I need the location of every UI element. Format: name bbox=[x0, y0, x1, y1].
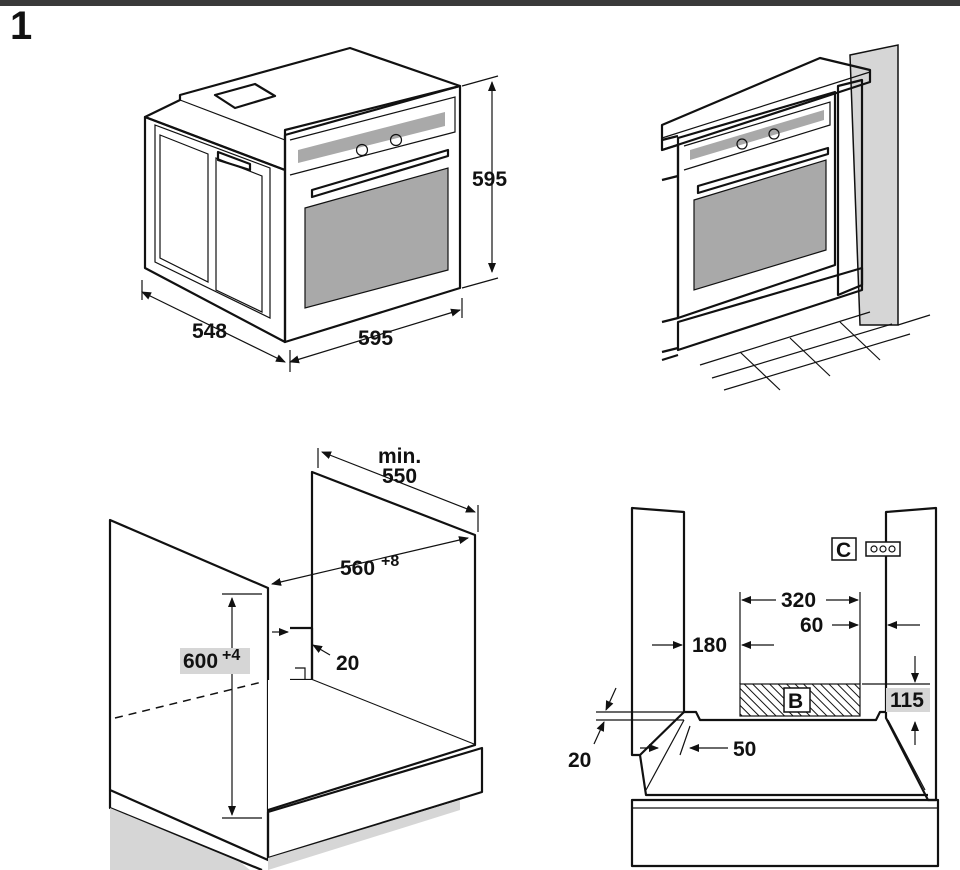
oven-isometric bbox=[143, 46, 462, 344]
niche-front-view bbox=[630, 506, 940, 868]
min-depth-label: 550 bbox=[382, 465, 417, 488]
cabinet-min-depth-dimension bbox=[317, 448, 479, 532]
cabinet-opening-height-dimension bbox=[222, 593, 262, 819]
socket-c-label: C bbox=[836, 539, 851, 562]
oven-depth-dimension bbox=[141, 280, 286, 363]
min-label: min. bbox=[378, 445, 421, 468]
width-320-dimension bbox=[739, 592, 861, 684]
installed-oven-view bbox=[660, 44, 931, 391]
cabinet-back-gap-dimension bbox=[272, 628, 331, 656]
opening-depth-tol: +8 bbox=[381, 553, 399, 570]
gap-20-dimension bbox=[593, 687, 684, 745]
height-115-dimension bbox=[862, 656, 930, 745]
opening-height-tol: +4 bbox=[222, 647, 240, 664]
back-gap-label: 20 bbox=[336, 652, 359, 675]
opening-height-label: 600 bbox=[183, 650, 218, 673]
gap-50-label: 50 bbox=[733, 738, 756, 761]
gap-50-dimension bbox=[640, 725, 728, 756]
width-320-label: 320 bbox=[781, 589, 816, 612]
gap-20-label: 20 bbox=[568, 749, 591, 772]
figure-number: 1 bbox=[10, 4, 33, 48]
oven-height-dimension bbox=[461, 75, 499, 289]
cabinet-niche-view bbox=[108, 470, 484, 870]
opening-depth-label: 560 bbox=[340, 557, 375, 580]
offset-180-label: 180 bbox=[692, 634, 727, 657]
area-b-label: B bbox=[788, 690, 803, 713]
oven-depth-label: 548 bbox=[192, 320, 227, 343]
cabinet-opening-depth-dimension bbox=[271, 536, 469, 586]
offset-60-label: 60 bbox=[800, 614, 823, 637]
height-115-label: 115 bbox=[890, 689, 924, 712]
oven-width-dimension bbox=[289, 298, 463, 372]
oven-width-label: 595 bbox=[358, 327, 393, 350]
header-bar bbox=[0, 0, 960, 6]
oven-height-label: 595 bbox=[472, 168, 507, 191]
